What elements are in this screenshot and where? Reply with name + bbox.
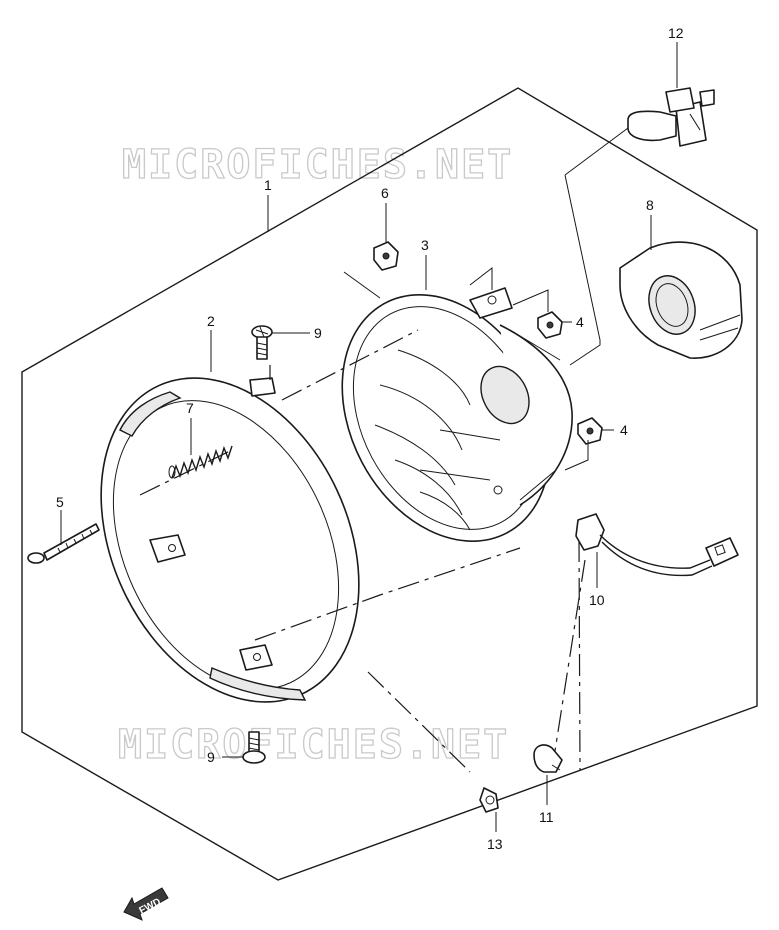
callout-4-lower: 4 <box>620 422 628 438</box>
callout-12: 12 <box>668 25 684 41</box>
callout-9-upper: 9 <box>314 325 322 341</box>
callout-4-upper: 4 <box>576 314 584 330</box>
watermark-bottom: MICROFICHES.NET <box>118 722 509 768</box>
arrow-left-down-icon <box>123 887 169 921</box>
headlamp-bulb <box>627 87 715 147</box>
callout-9-lower: 9 <box>207 749 215 765</box>
socket-wiring <box>575 513 739 577</box>
screw-13 <box>479 787 499 813</box>
adjuster-spring <box>168 445 233 479</box>
fwd-marker: FWD <box>123 887 169 921</box>
screw-5 <box>27 523 100 564</box>
screw-9-lower <box>242 731 266 764</box>
position-bulb <box>533 744 563 773</box>
callout-3: 3 <box>421 237 429 253</box>
headlamp-rim <box>100 377 360 703</box>
callout-6: 6 <box>381 185 389 201</box>
socket-cover <box>619 241 743 359</box>
callout-13: 13 <box>487 836 503 852</box>
watermark-top: MICROFICHES.NET <box>122 142 513 188</box>
callout-1: 1 <box>264 177 272 193</box>
callout-2: 2 <box>207 313 215 329</box>
callout-10: 10 <box>589 592 605 608</box>
callout-8: 8 <box>646 197 654 213</box>
screw-9-upper <box>251 325 273 360</box>
assembly-frame <box>21 87 758 881</box>
callout-11: 11 <box>539 809 554 825</box>
nut-6 <box>373 241 399 271</box>
nut-4-upper <box>537 311 563 339</box>
callout-5: 5 <box>56 494 64 510</box>
callout-7: 7 <box>186 400 194 416</box>
nut-4-lower <box>577 417 603 445</box>
reflector-unit <box>341 287 573 542</box>
